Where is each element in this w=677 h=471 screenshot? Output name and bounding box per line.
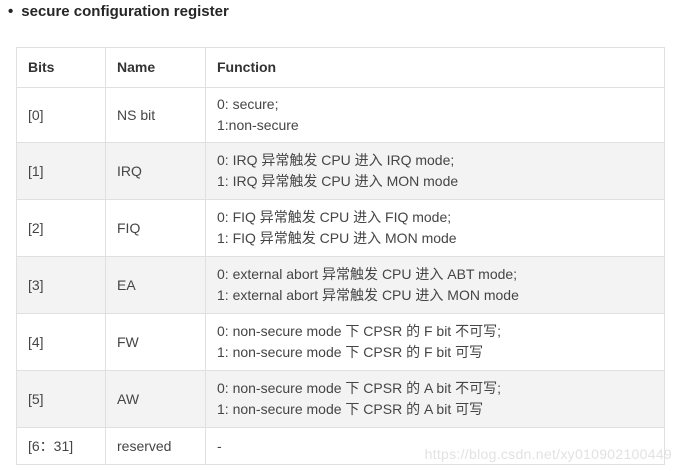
function-cell: 0: non-secure mode 下 CPSR 的 F bit 不可写; 1… bbox=[205, 313, 665, 371]
function-line: 0: FIQ 异常触发 CPU 进入 FIQ mode; bbox=[217, 209, 452, 225]
function-line: 1: IRQ 异常触发 CPU 进入 MON mode bbox=[217, 173, 459, 189]
table-row: [0] NS bit 0: secure; 1:non-secure bbox=[16, 87, 665, 143]
function-line: 1: external abort 异常触发 CPU 进入 MON mode bbox=[217, 287, 519, 303]
function-cell: 0: non-secure mode 下 CPSR 的 A bit 不可写; 1… bbox=[205, 370, 665, 428]
table-row: [1] IRQ 0: IRQ 异常触发 CPU 进入 IRQ mode; 1: … bbox=[16, 142, 665, 200]
function-line: 0: IRQ 异常触发 CPU 进入 IRQ mode; bbox=[217, 152, 455, 168]
bits-cell: [5] bbox=[16, 370, 106, 428]
section-heading: • secure configuration register bbox=[8, 3, 229, 21]
column-header-name: Name bbox=[105, 47, 206, 88]
register-table: Bits Name Function [0] NS bit 0: secure;… bbox=[16, 47, 665, 465]
function-line: 0: external abort 异常触发 CPU 进入 ABT mode; bbox=[217, 266, 518, 282]
function-line: 0: secure; bbox=[217, 96, 279, 112]
table-header-row: Bits Name Function bbox=[16, 47, 665, 88]
page-title: secure configuration register bbox=[21, 3, 229, 20]
bits-cell: [6：31] bbox=[16, 427, 106, 465]
function-line: 0: non-secure mode 下 CPSR 的 F bit 不可写; bbox=[217, 323, 501, 339]
function-line: - bbox=[217, 437, 222, 454]
function-line: 1: non-secure mode 下 CPSR 的 A bit 可写 bbox=[217, 401, 484, 417]
column-header-bits: Bits bbox=[16, 47, 106, 88]
name-cell: FW bbox=[105, 313, 206, 371]
name-cell: NS bit bbox=[105, 87, 206, 143]
function-cell: 0: IRQ 异常触发 CPU 进入 IRQ mode; 1: IRQ 异常触发… bbox=[205, 142, 665, 200]
table-row: [6：31] reserved - bbox=[16, 427, 665, 465]
function-line: 1: FIQ 异常触发 CPU 进入 MON mode bbox=[217, 230, 457, 246]
name-cell: EA bbox=[105, 256, 206, 314]
function-cell: 0: secure; 1:non-secure bbox=[205, 87, 665, 143]
bits-cell: [3] bbox=[16, 256, 106, 314]
bits-cell: [4] bbox=[16, 313, 106, 371]
function-line: 1:non-secure bbox=[217, 117, 299, 133]
table-row: [2] FIQ 0: FIQ 异常触发 CPU 进入 FIQ mode; 1: … bbox=[16, 199, 665, 257]
table-row: [3] EA 0: external abort 异常触发 CPU 进入 ABT… bbox=[16, 256, 665, 314]
column-header-function: Function bbox=[205, 47, 665, 88]
bits-cell: [2] bbox=[16, 199, 106, 257]
function-cell: - bbox=[205, 427, 665, 465]
table-row: [4] FW 0: non-secure mode 下 CPSR 的 F bit… bbox=[16, 313, 665, 371]
name-cell: AW bbox=[105, 370, 206, 428]
name-cell: reserved bbox=[105, 427, 206, 465]
bits-cell: [1] bbox=[16, 142, 106, 200]
function-line: 0: non-secure mode 下 CPSR 的 A bit 不可写; bbox=[217, 380, 501, 396]
function-cell: 0: FIQ 异常触发 CPU 进入 FIQ mode; 1: FIQ 异常触发… bbox=[205, 199, 665, 257]
function-cell: 0: external abort 异常触发 CPU 进入 ABT mode; … bbox=[205, 256, 665, 314]
name-cell: FIQ bbox=[105, 199, 206, 257]
function-line: 1: non-secure mode 下 CPSR 的 F bit 可写 bbox=[217, 344, 484, 360]
bits-cell: [0] bbox=[16, 87, 106, 143]
name-cell: IRQ bbox=[105, 142, 206, 200]
bullet-icon: • bbox=[8, 3, 14, 20]
table-row: [5] AW 0: non-secure mode 下 CPSR 的 A bit… bbox=[16, 370, 665, 428]
